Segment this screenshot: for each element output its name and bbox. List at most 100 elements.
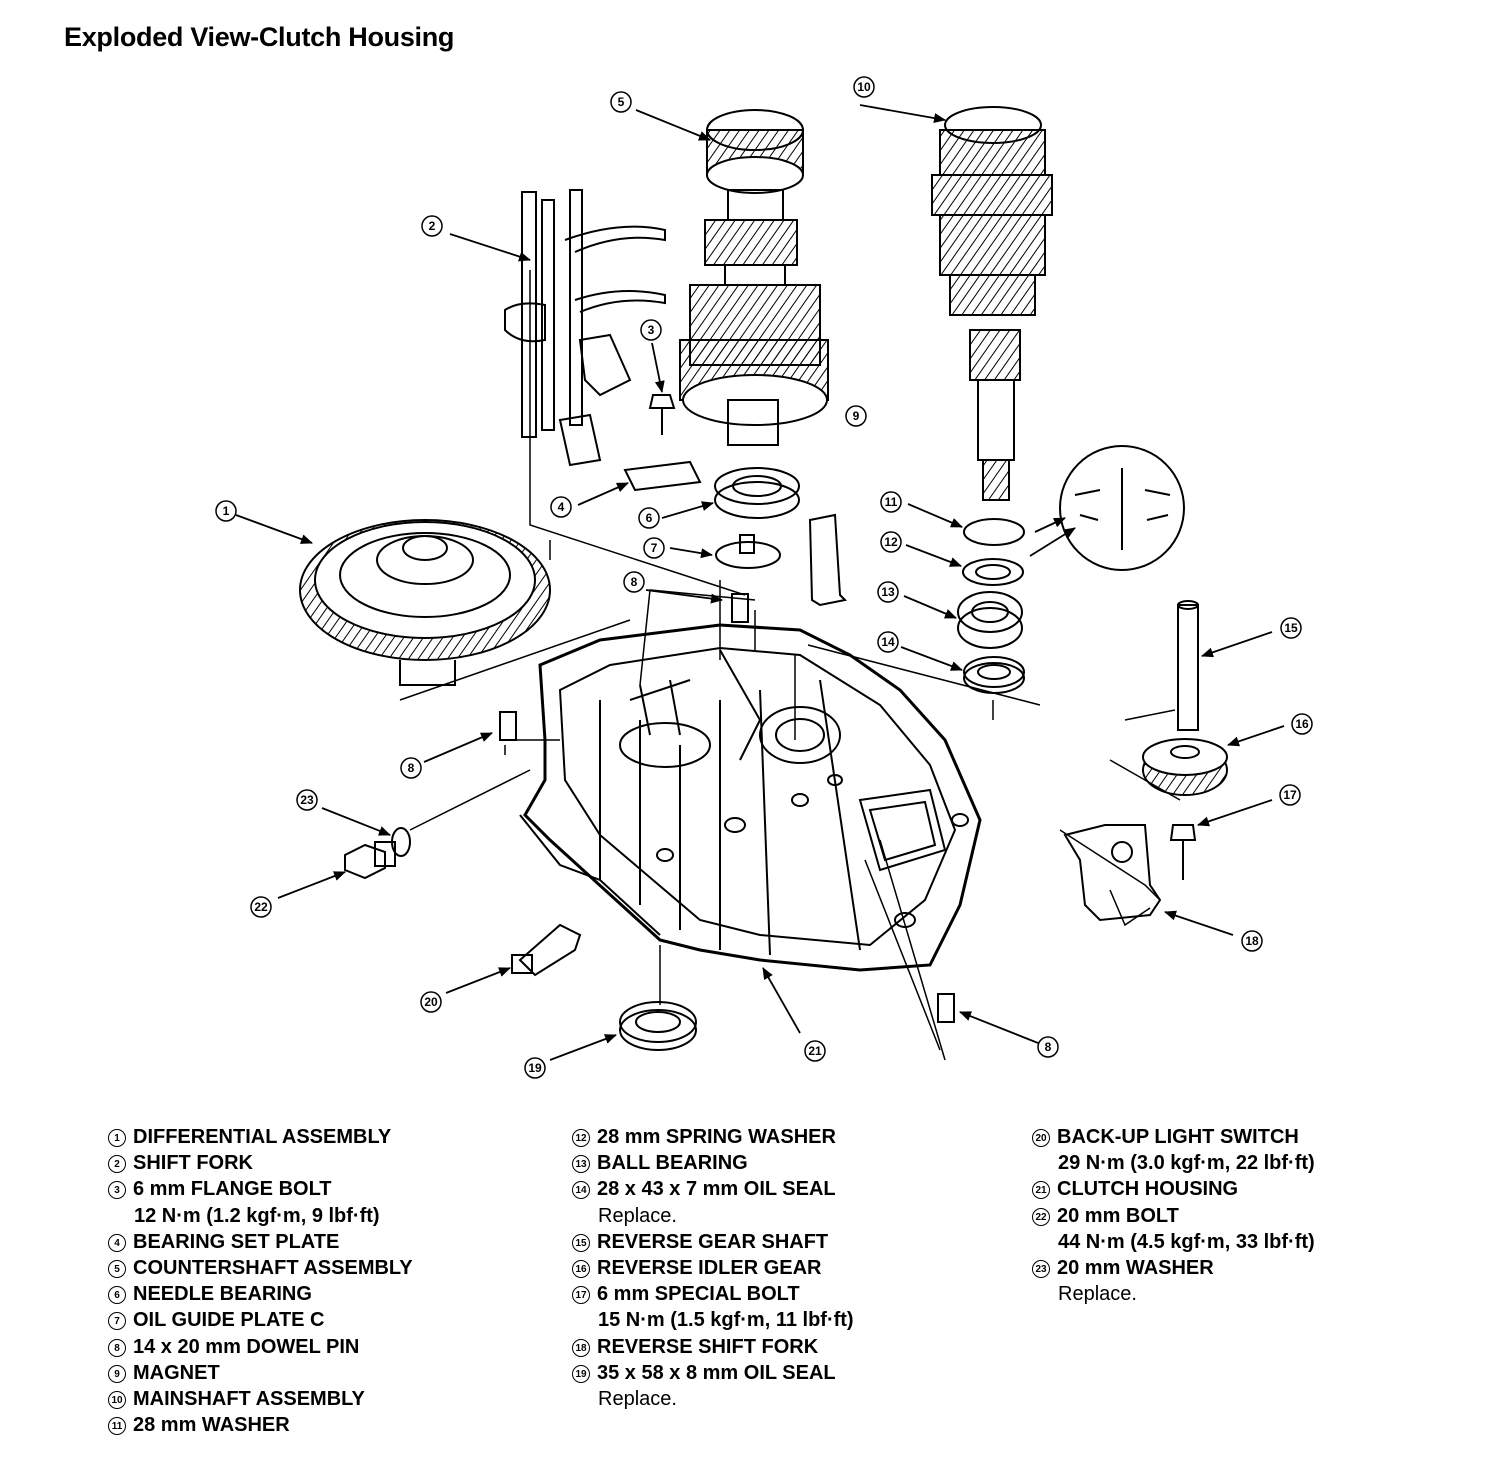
legend-number: 18 — [572, 1338, 590, 1357]
legend-number: 20 — [1032, 1129, 1050, 1147]
legend-part-name: 20 mm WASHER — [1057, 1257, 1214, 1280]
legend-part-name: DIFFERENTIAL ASSEMBLY — [133, 1126, 392, 1148]
callout-8: 8 — [400, 757, 422, 779]
callout-7: 7 — [643, 537, 665, 559]
callout-10: 10 — [853, 76, 875, 98]
bearing-set-plate — [623, 460, 702, 492]
legend-number: 4 — [108, 1233, 126, 1252]
svg-text:13: 13 — [881, 585, 895, 599]
countershaft-assembly — [679, 109, 829, 446]
callout-12: 12 — [880, 531, 902, 553]
legend-part-name: REVERSE IDLER GEAR — [597, 1257, 822, 1280]
svg-text:6: 6 — [646, 511, 653, 525]
legend-number: 7 — [108, 1312, 126, 1331]
legend-number: 2 — [108, 1155, 126, 1174]
callout-20: 20 — [420, 991, 442, 1013]
callout-15: 15 — [1280, 617, 1302, 639]
reverse-shift-fork — [1063, 824, 1162, 922]
callout-16: 16 — [1291, 713, 1313, 735]
legend-number: 8 — [108, 1338, 126, 1357]
legend-number: 5 — [108, 1260, 126, 1279]
svg-text:21: 21 — [808, 1044, 822, 1058]
legend-note: Replace. — [1058, 1283, 1137, 1306]
legend-torque-spec: 15 N·m (1.5 kgf·m, 11 lbf·ft) — [598, 1309, 854, 1332]
legend-number: 1 — [108, 1129, 126, 1147]
differential-assembly — [299, 519, 551, 686]
callout-arrow — [859, 104, 946, 124]
reverse-gear-shaft — [1177, 600, 1199, 731]
callout-19: 19 — [524, 1057, 546, 1079]
legend-part-name: 28 mm SPRING WASHER — [597, 1126, 836, 1148]
svg-text:8: 8 — [1045, 1040, 1052, 1054]
svg-text:14: 14 — [881, 635, 895, 649]
clutch-housing — [519, 623, 982, 972]
legend-part-name: REVERSE GEAR SHAFT — [597, 1230, 829, 1253]
drain-bolt — [344, 841, 396, 880]
callout-22: 22 — [250, 896, 272, 918]
needle-bearing — [714, 467, 800, 519]
legend-part-name: REVERSE SHIFT FORK — [597, 1335, 819, 1358]
legend-number: 15 — [572, 1233, 590, 1252]
legend-number: 16 — [572, 1260, 590, 1279]
legend-item-2: 2 SHIFT FORK — [108, 1150, 413, 1176]
legend-part-name: SHIFT FORK — [133, 1152, 253, 1175]
mainshaft-assembly — [931, 106, 1053, 501]
callout-arrow — [907, 503, 963, 528]
legend-number: 21 — [1032, 1181, 1050, 1200]
legend-number: 10 — [108, 1391, 126, 1410]
callout-arrow — [900, 646, 963, 671]
svg-text:1: 1 — [223, 504, 230, 518]
callout-arrow — [903, 595, 957, 619]
callout-arrow — [423, 732, 493, 763]
callout-arrow — [645, 589, 723, 604]
callout-arrow — [1197, 799, 1273, 827]
legend-part-name: 6 mm SPECIAL BOLT — [597, 1283, 800, 1306]
callout-1: 1 — [215, 500, 237, 522]
ball-bearing — [957, 591, 1023, 649]
svg-text:20: 20 — [424, 995, 438, 1009]
callout-17: 17 — [1279, 784, 1301, 806]
reverse-idler-gear — [1142, 738, 1228, 796]
shift-fork — [504, 189, 666, 467]
callout-arrow — [321, 807, 391, 836]
svg-text:9: 9 — [853, 409, 860, 423]
callout-6: 6 — [638, 507, 660, 529]
callout-4: 4 — [550, 496, 572, 518]
legend-part-name: BALL BEARING — [597, 1152, 748, 1175]
callout-14: 14 — [877, 631, 899, 653]
callout-18: 18 — [1241, 930, 1263, 952]
legend-note: Replace. — [598, 1388, 677, 1411]
legend-note: Replace. — [598, 1204, 677, 1227]
callout-arrow — [577, 482, 629, 506]
legend-part-name: 20 mm BOLT — [1057, 1204, 1179, 1227]
callout-23: 23 — [296, 789, 318, 811]
leader-line — [504, 745, 1151, 1005]
legend-torque-spec: 29 N·m (3.0 kgf·m, 22 lbf·ft) — [1058, 1152, 1315, 1175]
magnet — [808, 513, 848, 607]
callout-arrow — [651, 342, 665, 393]
legend-item-1: 1 DIFFERENTIAL ASSEMBLY — [108, 1124, 413, 1150]
legend-part-name: MAINSHAFT ASSEMBLY — [133, 1388, 365, 1411]
svg-text:22: 22 — [254, 900, 268, 914]
washer-20mm — [391, 827, 411, 857]
callout-3: 3 — [640, 319, 662, 341]
svg-text:5: 5 — [618, 95, 625, 109]
oil-guide-plate — [715, 534, 781, 569]
legend-number: 9 — [108, 1364, 126, 1383]
callout-arrow — [669, 547, 713, 559]
svg-text:3: 3 — [648, 323, 655, 337]
legend-item-16: 16 REVERSE IDLER GEAR — [572, 1255, 854, 1281]
leader-line — [399, 619, 1181, 1061]
